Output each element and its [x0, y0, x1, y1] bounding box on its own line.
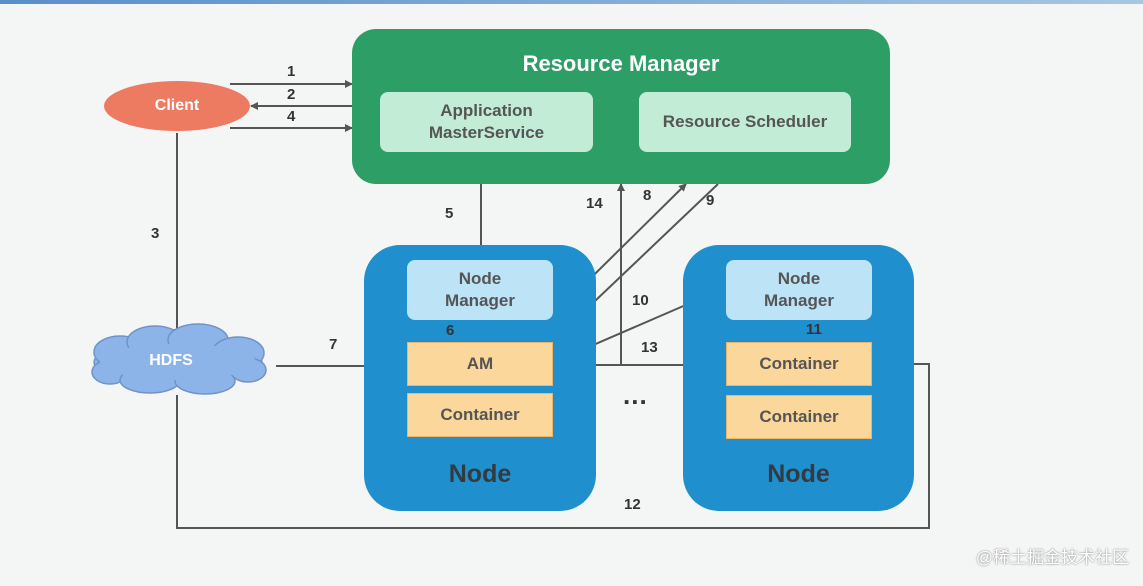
- node-2: Node Manager Container Container Node: [683, 245, 914, 511]
- step-3-label: 3: [151, 225, 160, 242]
- top-strip: [0, 0, 1143, 4]
- step-10-label: 10: [632, 292, 649, 309]
- container-node-2-b: Container: [726, 395, 872, 439]
- application-master-label: AM: [466, 354, 494, 373]
- resource-manager: Resource Manager Application MasterServi…: [352, 29, 890, 184]
- step-11-label: 11: [806, 321, 822, 338]
- step-5-label: 5: [445, 205, 454, 222]
- step-9-label: 9: [706, 192, 715, 209]
- node-1: Node Manager AM Container Node: [364, 245, 596, 511]
- container-node-2-a-label: Container: [759, 354, 839, 373]
- node-manager-1: Node Manager: [407, 260, 553, 320]
- container-node-1-label: Container: [440, 405, 520, 424]
- node-manager-1-label: Node Manager: [445, 269, 515, 310]
- step-13-label: 13: [641, 339, 658, 356]
- application-master: AM: [407, 342, 553, 386]
- container-node-2-a: Container: [726, 342, 872, 386]
- step-6-label: 6: [446, 322, 455, 339]
- step-8-label: 8: [643, 187, 652, 204]
- client-label: Client: [154, 97, 200, 114]
- step-1-label: 1: [287, 63, 296, 80]
- watermark: @稀土掘金技术社区: [975, 548, 1129, 567]
- client: Client: [104, 81, 250, 131]
- step-4-label: 4: [287, 108, 296, 125]
- more-nodes-ellipsis: ...: [623, 380, 648, 410]
- node-manager-2: Node Manager: [726, 260, 872, 320]
- resource-manager-title: Resource Manager: [522, 51, 720, 76]
- hdfs-label: HDFS: [149, 352, 193, 369]
- resource-scheduler: Resource Scheduler: [639, 92, 851, 152]
- step-12-label: 12: [624, 496, 641, 513]
- container-node-1: Container: [407, 393, 553, 437]
- step-7-label: 7: [329, 336, 338, 353]
- node-1-label: Node: [448, 460, 512, 488]
- container-node-2-b-label: Container: [759, 407, 839, 426]
- resource-scheduler-label: Resource Scheduler: [662, 112, 828, 131]
- step-14-label: 14: [586, 195, 603, 212]
- node-2-label: Node: [767, 460, 830, 488]
- node-manager-2-label: Node Manager: [764, 269, 834, 310]
- application-master-service: Application MasterService: [380, 92, 593, 152]
- step-2-label: 2: [287, 86, 296, 103]
- application-master-service-label: Application MasterService: [428, 101, 545, 142]
